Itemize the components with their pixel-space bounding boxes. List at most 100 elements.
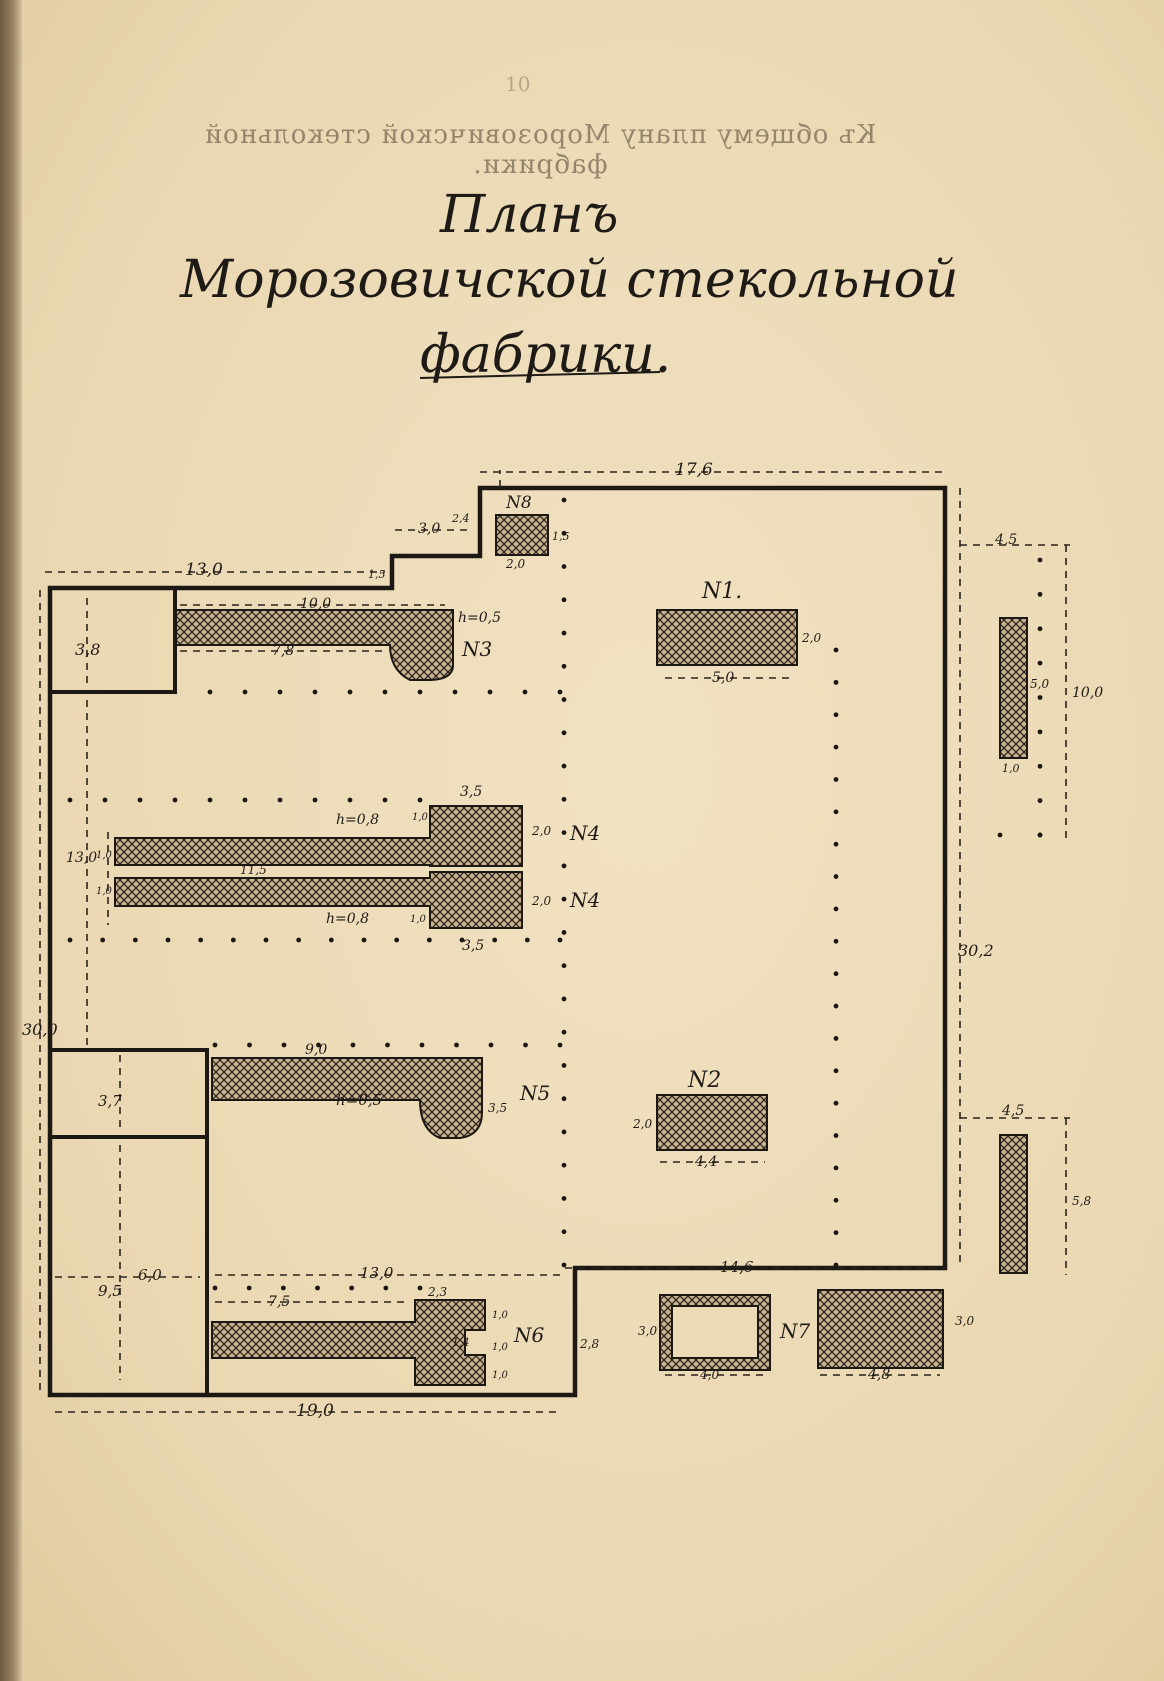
dot-mark [459,937,465,943]
dot-mark [524,937,530,943]
dot-mark [557,1042,563,1048]
dot-mark [137,797,143,803]
dot-mark [230,937,236,943]
dim-bottom-right: 14,6 [720,1258,754,1276]
dot-mark [277,689,283,695]
dot-mark [833,777,839,782]
building-n4-upper [114,805,523,867]
dim-bottom-inner: 13,0 [360,1264,394,1282]
dot-mark [165,937,171,943]
dim-annex-gap: 4,5 [994,532,1017,548]
dim-n7-h: 3,0 [955,1314,974,1328]
dim-n2-h: 2,0 [632,1117,652,1131]
dim-n5-len: 9,0 [305,1042,327,1058]
dot-mark [67,797,73,803]
dot-mark [833,971,839,977]
dot-mark [833,1100,839,1106]
title-line-2: Морозовичской стекольной [180,250,959,310]
dim-n5-h: 3,5 [488,1101,507,1115]
dot-mark [833,647,839,653]
dot-mark [997,832,1003,838]
dot-mark [212,1285,218,1291]
dot-mark [417,689,423,695]
dot-mark [277,797,283,803]
height-n4-upper: h=0,8 [336,812,379,828]
building-n2 [656,1094,768,1151]
building-annex-right-2 [999,1134,1028,1274]
dim-n4-bar-a: 1,0 [96,850,113,861]
dot-mark [1037,557,1043,563]
dim-annex2-gap: 4,5 [1001,1103,1024,1119]
dim-n7a-h: 3,0 [638,1324,657,1338]
dim-n6-arm: 7,5 [268,1294,290,1310]
outer-walls [47,485,948,1398]
dim-n6-h1: 1,0 [492,1310,509,1321]
dot-mark [1037,626,1043,632]
dot-mark [385,1042,390,1048]
dot-mark [312,689,318,695]
dot-mark [263,937,269,943]
dot-mark [281,1042,287,1048]
dot-mark [1037,832,1043,838]
label-n5: N5 [519,1081,550,1105]
dimension-labels: 17,6 13,0 3,0 2,4 1,5 2,0 1,5 10,0 7,8 3… [22,460,1103,1421]
dot-mark [347,797,353,803]
dot-mark [102,797,108,803]
dim-n6-h2: 1,0 [492,1342,509,1353]
dot-mark [242,689,248,695]
building-n3 [175,609,454,681]
dot-mark [833,1036,839,1041]
dot-mark [833,1068,839,1074]
dot-mark [1037,660,1043,666]
dot-mark [833,938,839,944]
dot-mark [561,697,567,702]
dot-mark [315,1285,320,1291]
dot-mark [1037,591,1043,597]
dot-mark [561,630,567,636]
dot-mark [350,1042,356,1048]
dot-mark [561,796,567,802]
dot-mark [833,1003,839,1009]
dim-n2-w: 4,4 [694,1154,717,1170]
dot-mark [1037,763,1043,769]
dim-annex-outer: 10,0 [1072,685,1103,701]
dim-n1-w: 5,0 [712,670,734,686]
dot-mark [100,937,106,943]
dot-mark [833,1262,839,1268]
dim-n3-len: 10,0 [300,596,331,612]
dot-mark [1037,695,1043,700]
building-n8 [495,514,549,556]
dim-annex-w: 1,0 [1002,762,1020,775]
dot-mark [488,1042,494,1048]
dim-top-width: 17,6 [675,460,713,480]
dot-mark [382,689,388,695]
dot-mark [833,841,839,847]
label-n1: N1. [701,579,742,604]
dim-n3-arm: 7,8 [272,643,294,659]
label-n4-upper: N4 [569,821,600,845]
dot-mark [561,896,567,902]
dot-mark [1037,798,1043,804]
dim-n6-notch: 1,4 [452,1336,470,1349]
dot-mark [207,689,213,695]
dim-n6-head-w: 2,3 [427,1285,447,1299]
dim-annex2-len: 5,8 [1072,1194,1091,1208]
dot-mark [1037,729,1043,735]
title-underline [419,371,661,379]
dot-mark [247,1042,252,1048]
dot-mark [454,1042,459,1048]
dot-mark [382,797,388,803]
dim-n4-bar-b: 1,0 [96,886,113,897]
height-n3: h=0,5 [458,610,501,626]
dim-n6-h3: 1,0 [492,1370,509,1381]
building-n1 [656,609,798,666]
dot-mark [561,1063,567,1068]
dim-n8-h: 1,5 [552,530,570,543]
dim-notch-w: 3,0 [418,521,440,537]
label-n2: N2 [687,1068,721,1093]
dot-mark [833,744,839,750]
dot-mark [557,937,563,943]
dot-mark [561,830,567,836]
dot-mark [561,963,567,969]
label-n7: N7 [779,1319,811,1343]
